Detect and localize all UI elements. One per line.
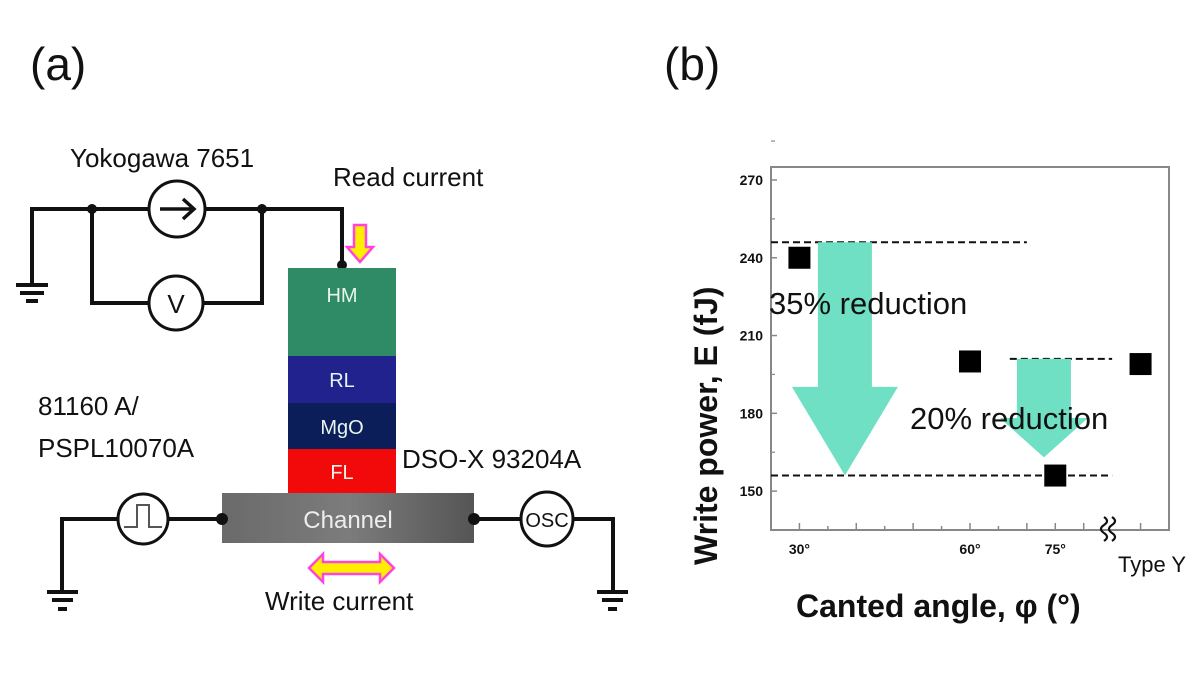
y-axis-title: Write power, E (fJ) <box>688 286 724 565</box>
read-wire-top <box>30 207 344 285</box>
reduction-arrows <box>791 242 1088 476</box>
contact-node <box>216 513 228 525</box>
arrow-right-icon <box>160 197 197 221</box>
axis-break-icon <box>1099 516 1117 542</box>
x-category-type-y: Type Y <box>1118 552 1186 577</box>
write-current-arrow-icon <box>307 550 396 586</box>
read-wire-bottom <box>90 209 264 305</box>
write-power-chart: 150 180 210 240 270 30° 60° 75° 35% reduction 2… <box>688 140 1186 624</box>
read-current-arrow-icon <box>344 223 376 264</box>
panel-a-label: (a) <box>30 38 86 90</box>
ground-icon <box>16 283 48 303</box>
data-points <box>788 246 1152 487</box>
junction-node <box>87 204 97 214</box>
x-axis-ticks: 30° 60° 75° <box>789 523 1170 557</box>
reduction-label: 35% reduction <box>769 286 967 321</box>
square-pulse-icon <box>124 504 162 528</box>
y-axis-ticks: 150 180 210 240 270 <box>740 140 777 499</box>
write-current-label: Write current <box>265 586 414 616</box>
mtj-stack: HM RL MgO FL <box>288 268 396 493</box>
y-tick-label: 270 <box>740 172 764 188</box>
data-point <box>1129 353 1152 376</box>
layer-fl <box>288 449 396 493</box>
reduction-arrow-icon <box>999 358 1088 458</box>
layer-mgo-label: MgO <box>320 417 363 439</box>
y-tick-label: 180 <box>740 405 764 421</box>
pulse-generator <box>116 492 170 546</box>
channel-label: Channel <box>303 507 392 534</box>
reduction-arrow-icon <box>791 242 898 476</box>
oscilloscope: OSC <box>519 490 575 548</box>
oscilloscope-name: DSO-X 93204A <box>402 444 582 474</box>
pulse-generator-name-1: 81160 A/ <box>38 391 140 421</box>
layer-hm-label: HM <box>326 285 357 307</box>
read-circuit: Yokogawa 7651 Read current V <box>16 143 484 332</box>
layer-hm <box>288 268 396 356</box>
layer-rl-label: RL <box>329 370 355 392</box>
layer-rl <box>288 356 396 403</box>
x-axis-title: Canted angle, φ (°) <box>796 588 1081 624</box>
y-tick-label: 240 <box>740 250 764 266</box>
panel-b-label: (b) <box>664 38 720 90</box>
voltmeter-symbol: V <box>167 289 185 319</box>
write-wire-right <box>474 517 615 590</box>
data-point <box>959 350 981 373</box>
y-tick-label: 210 <box>740 328 764 344</box>
current-source-name: Yokogawa 7651 <box>70 143 254 173</box>
layer-mgo <box>288 403 396 449</box>
annotations: 35% reduction 20% reduction <box>769 286 1108 436</box>
data-point <box>788 246 811 269</box>
oscilloscope-symbol: OSC <box>525 510 568 532</box>
read-current-label: Read current <box>333 162 484 192</box>
pulse-generator-name-2: PSPL10070A <box>38 433 195 463</box>
write-circuit: 81160 A/ PSPL10070A DSO-X 93204A OSC Wri… <box>38 391 628 616</box>
current-source <box>147 179 207 239</box>
layer-fl-label: FL <box>330 462 353 484</box>
contact-node <box>468 513 480 525</box>
junction-node <box>257 204 267 214</box>
channel: Channel <box>222 493 474 543</box>
x-tick-label: 75° <box>1045 541 1066 557</box>
ground-icon <box>47 590 78 611</box>
ground-icon <box>597 590 628 611</box>
data-point <box>1044 464 1067 487</box>
voltmeter: V <box>147 274 205 332</box>
x-tick-label: 30° <box>789 541 810 557</box>
y-tick-label: 150 <box>740 483 764 499</box>
write-wire-left <box>60 517 222 590</box>
reduction-label: 20% reduction <box>910 401 1108 436</box>
contact-node <box>337 260 347 270</box>
x-tick-label: 60° <box>959 541 980 557</box>
